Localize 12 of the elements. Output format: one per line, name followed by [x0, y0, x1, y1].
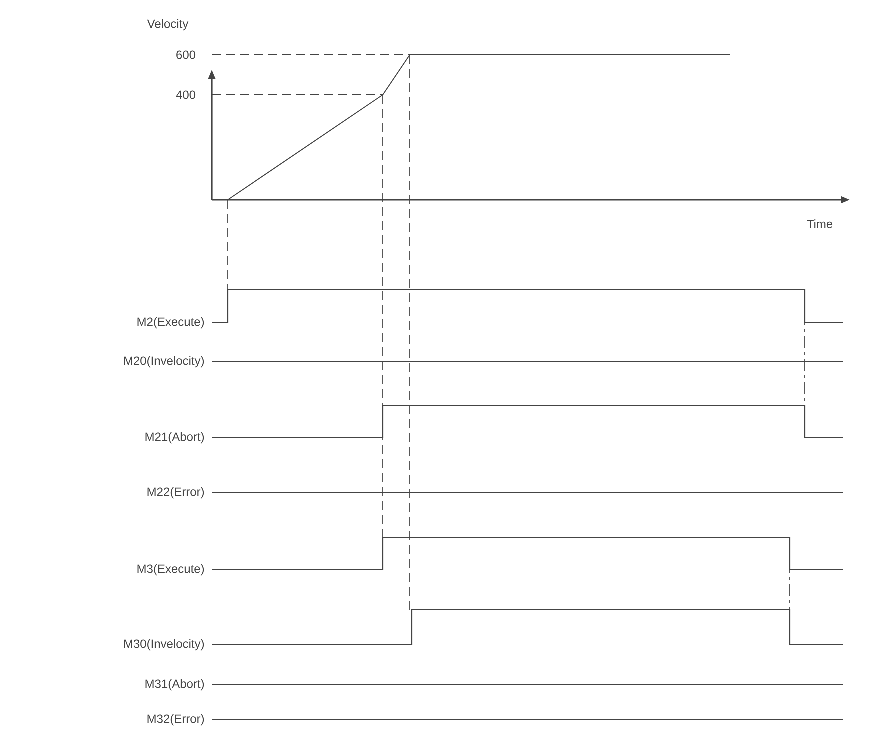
- signal-label: M20(Invelocity): [124, 356, 204, 368]
- signal-label: M3(Execute): [138, 564, 204, 576]
- axis-label: Velocity: [147, 19, 189, 31]
- signal-label: M30(Invelocity): [124, 639, 204, 651]
- axis-label: Time: [807, 220, 833, 228]
- tick-label: 400: [176, 90, 196, 100]
- signal-label: M2(Execute): [138, 317, 204, 329]
- signal-label: M22(Error): [148, 487, 204, 499]
- signal-label: M32(Error): [148, 714, 204, 726]
- tick-label: 600: [176, 50, 196, 60]
- signal-label: M31(Abort): [146, 679, 204, 691]
- signal-label: M21(Abort): [146, 432, 204, 444]
